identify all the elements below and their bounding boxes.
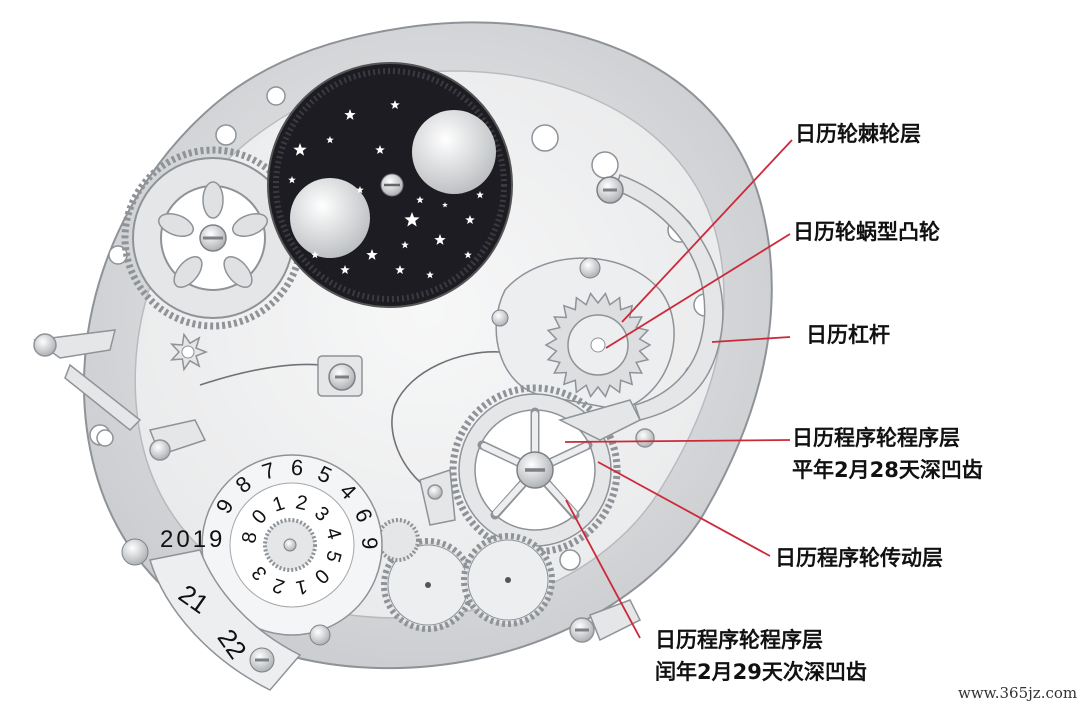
- rim-hole: [559, 549, 581, 571]
- star: [311, 251, 319, 259]
- star: [375, 145, 385, 154]
- star: [288, 176, 296, 184]
- leader-program-common: [564, 439, 791, 443]
- year-digit: 9: [357, 537, 382, 550]
- leader-drive: [597, 461, 771, 557]
- moon-phase-disc: [267, 62, 513, 308]
- rim-hole: [591, 151, 619, 179]
- moon: [412, 110, 496, 194]
- year-digit: 2: [294, 491, 310, 515]
- lower-gears: [376, 518, 555, 632]
- label-calendar-worm-cam: 日历轮蜗型凸轮: [793, 220, 940, 244]
- rim-hole: [266, 86, 286, 106]
- star: [326, 136, 334, 144]
- star: [366, 249, 378, 260]
- star: [344, 109, 356, 120]
- label-drive-layer: 日历程序轮传动层: [775, 546, 943, 570]
- star: [434, 234, 446, 245]
- year-text: 2019: [160, 526, 225, 553]
- star-wheel: [169, 332, 209, 372]
- star: [340, 265, 350, 274]
- rim-hole: [215, 124, 237, 146]
- year-digit: 1: [294, 575, 310, 599]
- label-program-layer-leap-1: 日历程序轮程序层: [655, 628, 823, 652]
- label-program-layer-common-1: 日历程序轮程序层: [792, 426, 960, 450]
- bridge-screw: [317, 355, 363, 397]
- leader-lever: [711, 336, 791, 343]
- leader-ratchet: [621, 139, 793, 323]
- star: [426, 271, 434, 279]
- spring-wire: [199, 351, 501, 491]
- label-program-layer-leap-2: 闰年2月29天次深凹齿: [655, 660, 867, 684]
- leader-program-leap: [565, 499, 641, 639]
- year-digit: 6: [290, 455, 304, 481]
- star: [465, 215, 475, 224]
- star: [395, 265, 405, 274]
- year-digit: 8: [238, 530, 262, 545]
- star: [416, 196, 424, 204]
- star: [390, 100, 400, 109]
- stars: [288, 100, 484, 279]
- star: [442, 202, 448, 208]
- date-tape: [121, 538, 331, 691]
- right-lower-lever: [419, 399, 655, 643]
- leader-worm-cam: [605, 233, 791, 349]
- watermark: www.365jz.com: [958, 684, 1078, 702]
- label-program-layer-common-2: 平年2月28天深凹齿: [792, 458, 983, 482]
- left-levers: [33, 329, 207, 461]
- leader-lines: [564, 139, 793, 639]
- label-calendar-ratchet-layer: 日历轮棘轮层: [795, 122, 921, 146]
- star: [404, 212, 420, 227]
- star: [476, 191, 484, 199]
- label-calendar-lever: 日历杠杆: [806, 323, 890, 347]
- rim-hole: [531, 124, 559, 152]
- program-wheel: [449, 384, 621, 556]
- star: [464, 251, 472, 259]
- moon: [290, 178, 370, 258]
- star: [356, 186, 364, 194]
- star: [293, 143, 307, 156]
- star: [401, 241, 409, 249]
